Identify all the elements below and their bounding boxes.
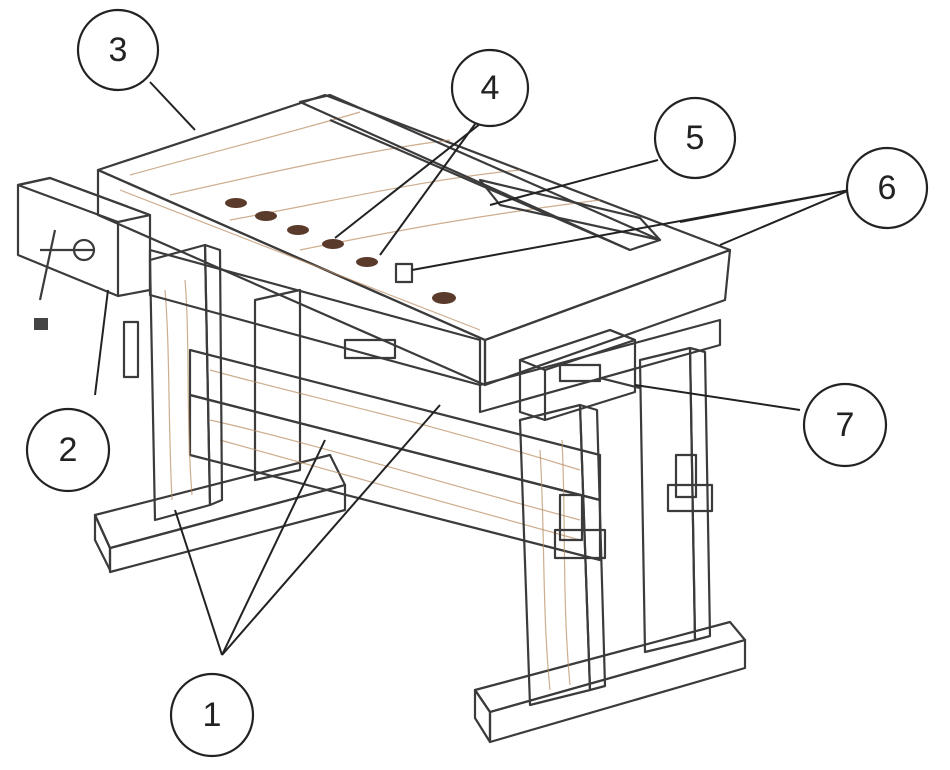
leader-lines — [94, 81, 851, 656]
callout-3-label: 3 — [109, 31, 128, 69]
front-right-leg — [518, 403, 607, 707]
leg-wedge-front — [553, 493, 607, 560]
back-left-leg — [253, 288, 302, 482]
callout-5-label: 5 — [686, 119, 705, 157]
callout-6-label: 6 — [878, 169, 897, 207]
callout-6: 6 — [845, 146, 929, 230]
callout-7: 7 — [802, 382, 888, 468]
callout-3: 3 — [76, 8, 160, 92]
callout-1-label: 1 — [203, 696, 222, 734]
callout-1: 1 — [169, 672, 255, 758]
bench-top — [96, 93, 732, 387]
callout-4-label: 4 — [481, 69, 500, 107]
left-foot — [93, 453, 347, 574]
front-left-leg — [148, 243, 224, 522]
callout-7-label: 7 — [836, 406, 855, 444]
tool-tray — [298, 93, 662, 252]
right-foot — [473, 620, 747, 744]
left-vise — [16, 176, 152, 330]
back-right-leg — [638, 346, 712, 654]
stretcher-rail — [188, 348, 602, 562]
bench-stop — [394, 262, 414, 284]
callout-5: 5 — [653, 96, 737, 180]
leg-wedge-left — [122, 320, 140, 379]
callout-2-label: 2 — [59, 431, 78, 469]
leg-wedge-back — [666, 453, 714, 513]
right-vise — [518, 328, 641, 422]
callout-2: 2 — [25, 407, 111, 493]
callout-4: 4 — [450, 48, 530, 128]
bench-dog-holes — [225, 198, 456, 304]
